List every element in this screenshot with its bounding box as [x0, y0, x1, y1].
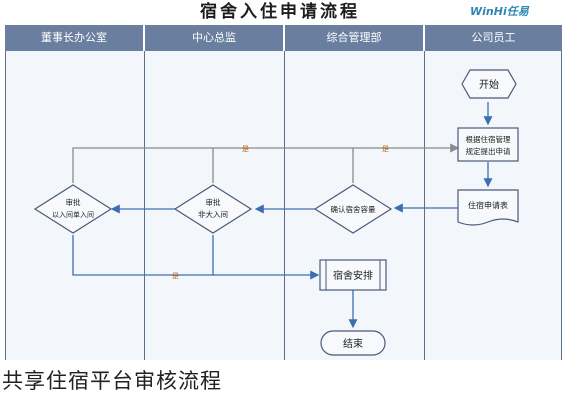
- node-fill-form-line2: 规定提出申请: [466, 146, 511, 156]
- node-fill-form: 根据住宿管理 规定提出申请: [457, 127, 519, 162]
- lane-header-chairman: 董事长办公室: [5, 25, 145, 51]
- node-end: 结束: [320, 330, 386, 356]
- lane-header-director: 中心总监: [145, 25, 285, 51]
- node-chairman-approve-line1: 审批: [66, 197, 81, 207]
- flowchart: 是 是 是 开始 根据住宿管理 规定提出申请 住宿申请表 确认宿舍容量 审批 非…: [33, 69, 519, 356]
- node-chairman-approve-line2: 以入间单入间: [52, 210, 94, 219]
- node-start-label: 开始: [479, 78, 499, 91]
- edge-director-back-to-form: [212, 147, 353, 183]
- image-caption: 共享住宿平台审核流程: [0, 360, 565, 400]
- node-fill-form-line1: 根据住宿管理: [466, 134, 511, 144]
- lane-header-admin: 综合管理部: [285, 25, 425, 51]
- edge-label-yes-3: 是: [172, 272, 179, 280]
- node-chairman-approve: 审批 以入间单入间: [33, 184, 113, 234]
- page-title: 宿舍入住申请流程: [200, 2, 360, 22]
- node-director-approve-line1: 审批: [206, 197, 221, 207]
- node-arrange-dorm: 宿舍安排: [319, 259, 387, 291]
- edge-confirm-back-to-form: [352, 143, 460, 183]
- node-end-label: 结束: [343, 337, 363, 350]
- edge-chairman-to-arrange: [72, 235, 320, 280]
- node-dorm-request: 住宿申请表: [457, 189, 519, 226]
- node-director-approve-line2: 非大入间: [198, 209, 228, 219]
- node-arrange-dorm-label: 宿舍安排: [333, 269, 373, 282]
- edge-label-yes-2: 是: [382, 145, 389, 153]
- node-confirm-capacity-label: 确认宿舍容量: [331, 204, 376, 214]
- edge-chairman-back-to-form: [72, 147, 213, 183]
- node-confirm-capacity: 确认宿舍容量: [313, 184, 393, 234]
- lane-header-employee: 公司员工: [425, 25, 562, 51]
- node-director-approve: 审批 非大入间: [173, 184, 253, 234]
- node-start: 开始: [461, 69, 517, 99]
- node-dorm-request-label: 住宿申请表: [468, 200, 508, 210]
- edge-label-yes-1: 是: [242, 145, 249, 153]
- brand-logo: WinHi任易: [470, 5, 529, 18]
